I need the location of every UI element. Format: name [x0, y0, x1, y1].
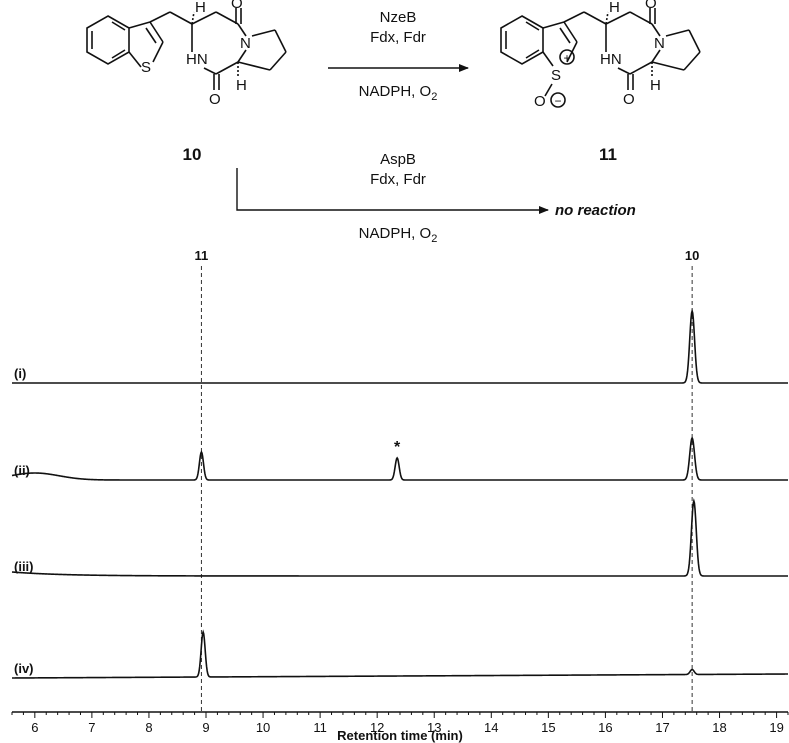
atom-s: S [141, 59, 151, 76]
trace-3 [11, 498, 788, 577]
enzyme-aspb: AspB [380, 151, 416, 168]
tick-label: 13 [427, 720, 441, 735]
trace-label-1: (i) [14, 366, 26, 381]
tick-label: 9 [202, 720, 209, 735]
atom-o-bottom: O [623, 91, 635, 108]
plus-charge: + [563, 51, 570, 65]
atom-o-minus: O [534, 93, 546, 110]
atom-o-bottom: O [209, 91, 221, 108]
atom-n: N [654, 35, 665, 52]
tick-label: 15 [541, 720, 555, 735]
tick-label: 18 [712, 720, 726, 735]
tick-label: 14 [484, 720, 498, 735]
tick-label: 12 [370, 720, 384, 735]
minus-charge: − [554, 94, 561, 108]
tick-label: 6 [31, 720, 38, 735]
tick-label: 10 [256, 720, 270, 735]
tick-label: 16 [598, 720, 612, 735]
atom-s-oxide: S [551, 67, 561, 84]
compound-11-structure [500, 8, 701, 108]
atom-o-top: O [645, 0, 657, 12]
tick-label: 8 [145, 720, 152, 735]
reaction-arrow-bottom [236, 168, 549, 214]
substrate-label: 10 [183, 145, 202, 164]
impurity-asterisk: * [394, 439, 401, 456]
atom-h-bottom: H [650, 77, 661, 94]
traces: (i) (ii) * (iii) (iv) [11, 308, 788, 679]
atom-h-top: H [195, 0, 206, 16]
no-reaction-label: no reaction [555, 202, 636, 219]
compound-10-structure [86, 8, 287, 90]
tick-label: 7 [88, 720, 95, 735]
partners-top: Fdx, Fdr [370, 29, 426, 46]
compound-10-atoms: S HN N O O H H [141, 0, 251, 108]
atom-h-top: H [609, 0, 620, 16]
compound-11-atoms: S O + − HN N O O H H [534, 0, 665, 110]
hplc-chromatogram: 11 10 (i) (ii) * (iii) (iv) 6 7 8 9 10 11 12 13 14 15 1… [11, 248, 789, 743]
cofactor-top: NADPH, O2 [359, 83, 438, 103]
tick-label: 17 [655, 720, 669, 735]
trace-1 [12, 308, 788, 384]
atom-n: N [240, 35, 251, 52]
trace-label-2: (ii) [14, 463, 30, 478]
partners-bottom: Fdx, Fdr [370, 171, 426, 188]
tick-label: 19 [769, 720, 783, 735]
tick-label: 11 [313, 720, 327, 735]
trace-label-3: (iii) [14, 559, 34, 574]
atom-o-top: O [231, 0, 243, 12]
reference-label-10: 10 [685, 248, 699, 263]
trace-4 [12, 629, 788, 679]
trace-2 [11, 436, 788, 481]
enzyme-nzeb: NzeB [380, 9, 417, 26]
trace-label-4: (iv) [14, 661, 34, 676]
product-label: 11 [599, 145, 617, 164]
atom-hn: HN [600, 51, 622, 68]
atom-hn: HN [186, 51, 208, 68]
x-axis-title: Retention time (min) [337, 728, 463, 743]
reference-label-11: 11 [195, 248, 209, 263]
cofactor-bottom: NADPH, O2 [359, 225, 438, 245]
atom-h-bottom: H [236, 77, 247, 94]
